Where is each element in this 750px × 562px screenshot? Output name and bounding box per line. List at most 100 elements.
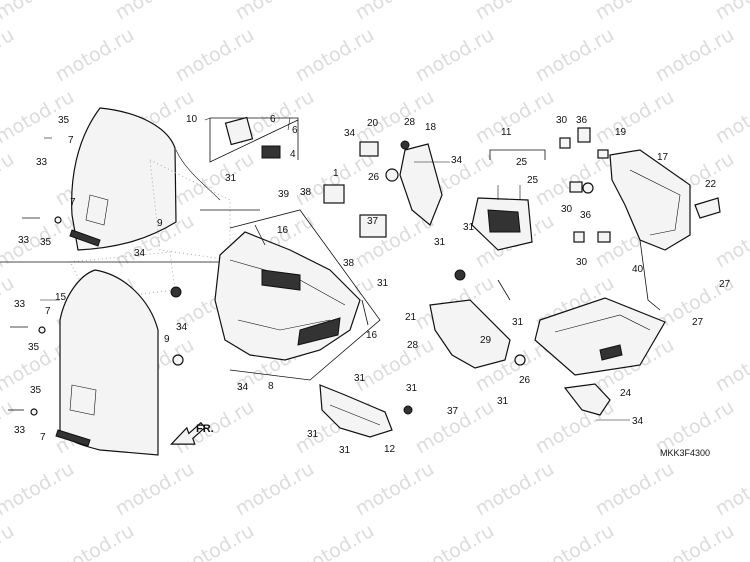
callout-number: 31	[497, 396, 509, 407]
callout-number: 31	[377, 278, 389, 289]
callout-number: 31	[463, 222, 475, 233]
watermark-text: motod.ru	[352, 86, 438, 149]
callout-number: 8	[268, 381, 274, 392]
lower-bracket	[563, 383, 611, 416]
callout-number: 35	[40, 237, 52, 248]
callout-number: 31	[339, 445, 351, 456]
watermark-text: motod.ru	[532, 520, 618, 562]
callout-number: 30	[556, 115, 568, 126]
callout-number: 31	[354, 373, 366, 384]
callout-number: 21	[405, 312, 417, 323]
front-direction-label: FR.	[196, 423, 214, 435]
callout-number: 7	[40, 432, 46, 443]
callout-number: 11	[501, 127, 512, 138]
watermark-text: motod.ru	[172, 24, 258, 87]
watermark-text: motod.ru	[0, 520, 18, 562]
callout-number: 6	[270, 114, 276, 125]
main-stay	[609, 149, 691, 311]
watermark-text: motod.ru	[592, 458, 678, 521]
front-direction-arrow: FR.	[170, 421, 214, 445]
callout-number: 34	[344, 128, 356, 139]
callout-number: 26	[519, 375, 531, 386]
watermark-text: motod.ru	[352, 0, 438, 24]
callout-number: 15	[55, 292, 67, 303]
watermark-text: motod.ru	[172, 520, 258, 562]
callout-number: 19	[615, 127, 627, 138]
watermark-text: motod.ru	[352, 458, 438, 521]
watermark-text: motod.ru	[652, 520, 738, 562]
callout-number: 38	[343, 258, 355, 269]
callout-number: 35	[30, 385, 42, 396]
callout-number: 31	[307, 429, 319, 440]
watermark-text: motod.ru	[0, 458, 78, 521]
callout-number: 12	[384, 444, 396, 455]
callout-number: 20	[367, 118, 379, 129]
watermark-text: motod.ru	[592, 86, 678, 149]
watermark-text: motod.ru	[412, 24, 498, 87]
watermark-text: motod.ru	[232, 458, 318, 521]
callout-number: 36	[580, 210, 592, 221]
side-stay	[429, 299, 511, 369]
watermark-text: motod.ru	[0, 24, 18, 87]
callout-number: 35	[28, 342, 40, 353]
callout-number: 33	[18, 235, 30, 246]
callout-number: 30	[561, 204, 573, 215]
callout-number: 36	[576, 115, 588, 126]
windscreen-upper	[69, 107, 221, 251]
callout-number: 31	[225, 173, 237, 184]
watermark-text: motod.ru	[232, 0, 318, 24]
lower-spoiler	[319, 384, 393, 438]
callout-number: 34	[237, 382, 249, 393]
callout-number: 7	[45, 306, 51, 317]
callout-number: 33	[36, 157, 48, 168]
meter-visor	[471, 197, 533, 251]
callout-number: 31	[512, 317, 524, 328]
windscreen-lower	[55, 269, 159, 456]
callout-number: 34	[176, 322, 188, 333]
callout-number: 29	[480, 335, 492, 346]
front-cowl	[214, 231, 361, 361]
watermark-text: motod.ru	[712, 458, 750, 521]
callout-number: 6	[292, 125, 298, 136]
callout-number: 28	[407, 340, 419, 351]
callout-number: 28	[404, 117, 416, 128]
callout-number: 34	[134, 248, 146, 259]
watermark-text: motod.ru	[592, 0, 678, 24]
callout-number: 40	[632, 264, 644, 275]
callout-number: 34	[451, 155, 463, 166]
watermark-text: motod.ru	[352, 334, 438, 397]
lower-plate	[534, 297, 666, 376]
callout-number: 10	[186, 114, 198, 125]
leader-lines	[40, 117, 630, 421]
watermark-text: motod.ru	[472, 86, 558, 149]
callout-number: 33	[14, 299, 26, 310]
hardware	[8, 116, 721, 416]
watermark-text: motod.ru	[292, 24, 378, 87]
watermark-text: motod.ru	[0, 148, 18, 211]
watermark-text: motod.ru	[712, 210, 750, 273]
callout-number: 35	[58, 115, 70, 126]
callout-number: 33	[14, 425, 26, 436]
callout-number: 1	[333, 168, 339, 179]
callout-number: 18	[425, 122, 437, 133]
callout-number: 9	[164, 334, 170, 345]
callout-number: 31	[406, 383, 418, 394]
watermark-text: motod.ru	[112, 0, 198, 24]
callout-number: 9	[157, 218, 163, 229]
watermark-text: motod.ru	[472, 458, 558, 521]
callout-number: 16	[277, 225, 289, 236]
watermark-text: motod.ru	[472, 0, 558, 24]
group-frames	[0, 117, 546, 381]
watermark-text: motod.ru	[712, 86, 750, 149]
callout-number: 38	[300, 187, 312, 198]
callout-number: 27	[719, 279, 731, 290]
watermark-text: motod.ru	[52, 24, 138, 87]
diagram-code: MKK3F4300	[660, 448, 710, 458]
watermark-text: motod.ru	[652, 24, 738, 87]
callout-number: 39	[278, 189, 290, 200]
callout-number: 37	[447, 406, 459, 417]
callout-number: 27	[692, 317, 704, 328]
callout-number: 16	[366, 330, 378, 341]
